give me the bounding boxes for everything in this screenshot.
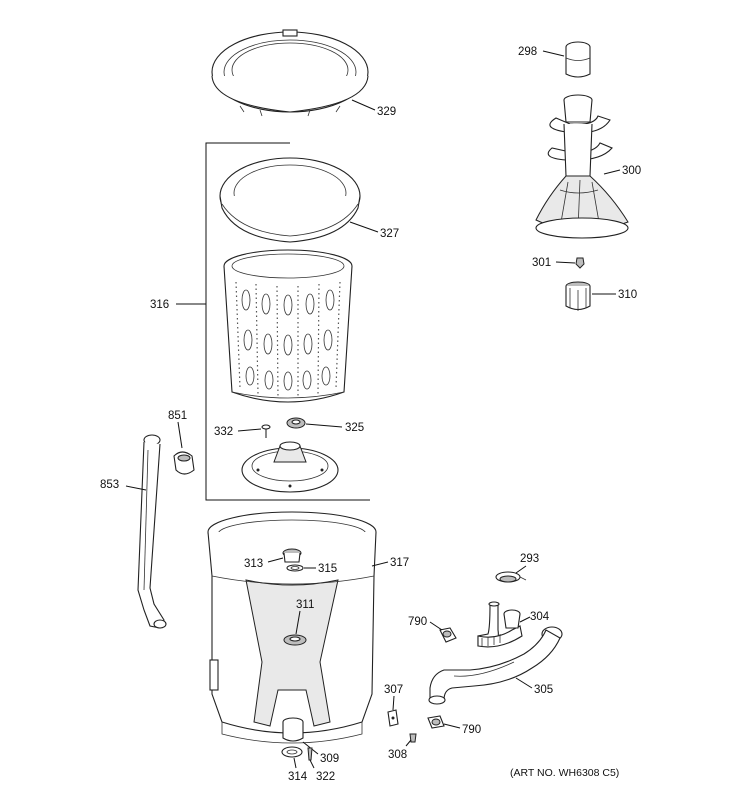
label-853: 853 <box>100 479 119 491</box>
label-316: 316 <box>150 299 169 311</box>
leader-327 <box>349 221 379 233</box>
coupling-310-part <box>565 281 591 311</box>
leader-300 <box>603 169 621 175</box>
label-327: 327 <box>380 228 399 240</box>
bearing-313-part <box>282 548 302 563</box>
leader-305 <box>515 677 533 689</box>
bolt-301-part <box>575 257 585 269</box>
leader-329 <box>351 99 376 111</box>
label-308: 308 <box>388 749 407 761</box>
leader-317 <box>371 561 389 567</box>
leader-790a <box>429 621 443 631</box>
agitator-cap-298-part <box>565 41 591 78</box>
leader-311 <box>295 610 301 635</box>
leader-325 <box>305 423 343 428</box>
label-301: 301 <box>532 257 551 269</box>
leader-853 <box>125 485 147 491</box>
nut-325-part <box>286 417 306 429</box>
label-305: 305 <box>534 684 553 696</box>
leader-298 <box>542 50 565 57</box>
seal-311-part <box>283 634 307 646</box>
label-314: 314 <box>288 771 308 783</box>
leader-308 <box>405 739 412 747</box>
hub-plate-part <box>241 441 339 493</box>
bracket-316 <box>205 142 370 501</box>
label-325: 325 <box>345 422 364 434</box>
label-298: 298 <box>518 46 537 58</box>
label-790a: 790 <box>408 616 427 628</box>
balance-ring-part <box>219 157 361 243</box>
fitting-851-part <box>173 451 195 475</box>
gasket-314-part <box>281 746 303 758</box>
leader-304 <box>519 616 531 623</box>
leader-313 <box>267 557 284 563</box>
label-851: 851 <box>168 410 187 422</box>
clamp-790a-part <box>439 627 457 643</box>
leader-851 <box>177 421 183 449</box>
agitator-300-part <box>535 94 629 239</box>
label-322: 322 <box>316 771 335 783</box>
label-293: 293 <box>520 553 539 565</box>
leader-322 <box>309 759 315 769</box>
label-309: 309 <box>320 753 339 765</box>
pump-309-part <box>282 717 304 742</box>
label-790b: 790 <box>462 724 481 736</box>
art-number: (ART NO. WH6308 C5) <box>510 767 619 779</box>
label-313: 313 <box>244 558 263 570</box>
clamp-293-part <box>495 571 527 583</box>
clamp-790b-part <box>427 715 445 729</box>
leader-332 <box>237 428 262 432</box>
hose-304-part <box>477 601 523 648</box>
label-329: 329 <box>377 106 396 118</box>
label-304: 304 <box>530 611 550 623</box>
leader-314 <box>293 757 297 769</box>
hose-305-part <box>428 626 563 705</box>
leader-790b <box>443 723 461 729</box>
outer-tub-317-part <box>207 511 377 744</box>
screw-308-part <box>409 733 417 743</box>
screw-332-part <box>261 424 271 438</box>
leader-293 <box>515 565 527 574</box>
wash-basket-part <box>223 249 353 403</box>
screw-322-part <box>307 747 313 761</box>
leader-301 <box>555 261 576 264</box>
label-315: 315 <box>318 563 337 575</box>
label-332: 332 <box>214 426 233 438</box>
tub-cover-ring-part <box>211 29 369 117</box>
label-310: 310 <box>618 289 637 301</box>
seal-315-part <box>286 564 304 572</box>
label-307: 307 <box>384 684 403 696</box>
label-311: 311 <box>296 599 314 611</box>
label-300: 300 <box>622 165 641 177</box>
bracket-307-part <box>387 709 399 727</box>
hose-853-part <box>137 434 167 629</box>
leader-307 <box>392 695 395 711</box>
label-317: 317 <box>390 557 409 569</box>
